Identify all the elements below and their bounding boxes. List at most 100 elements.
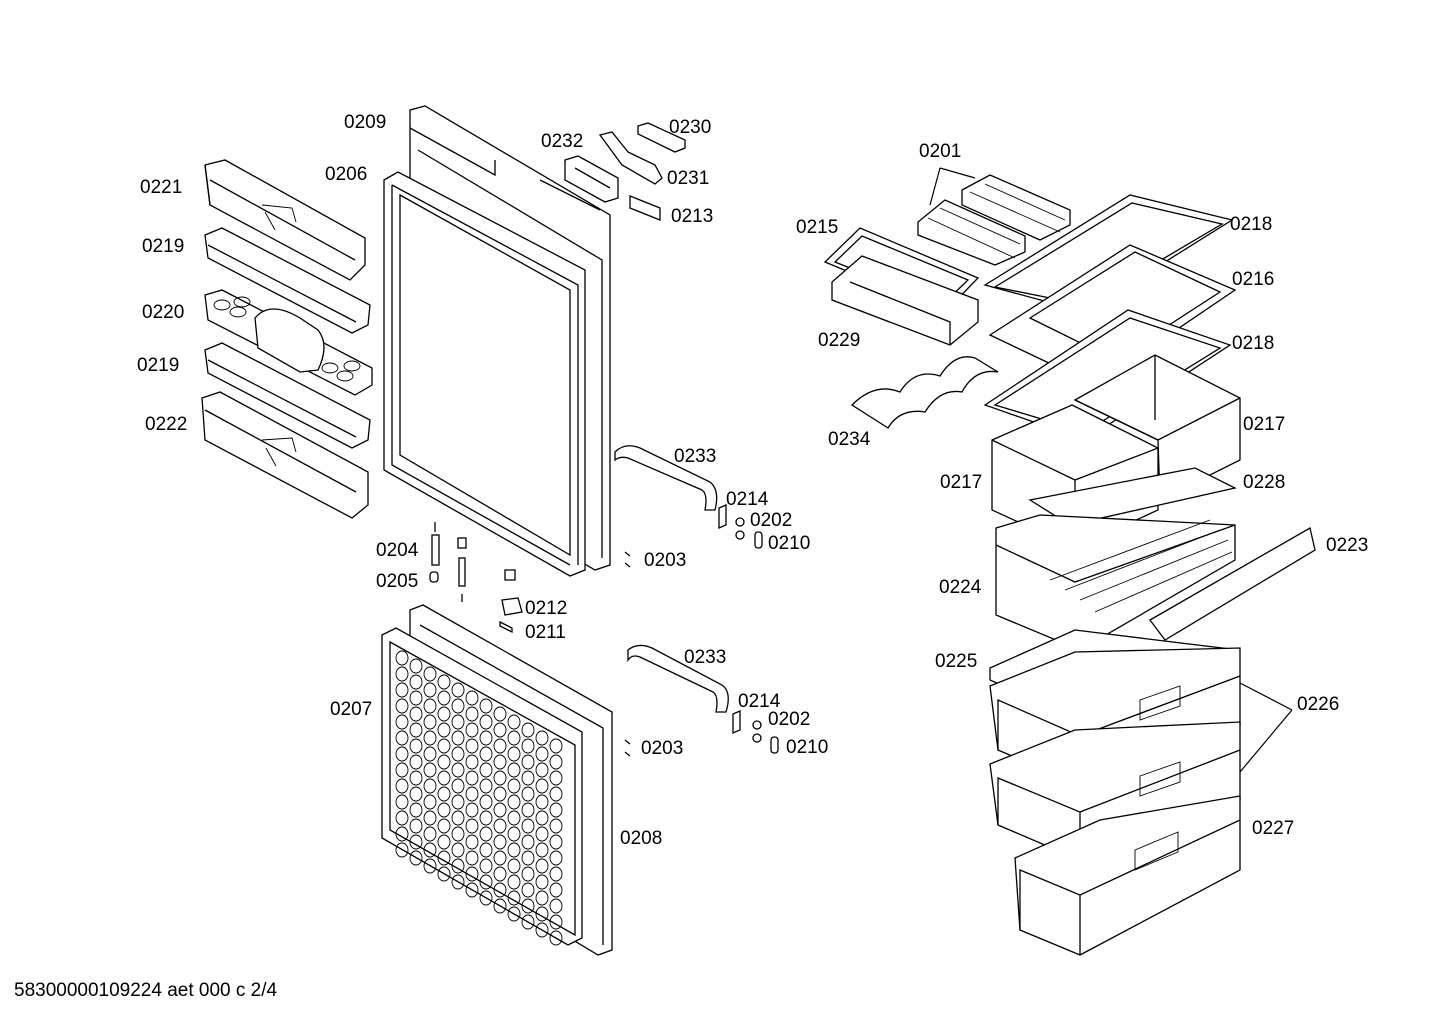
label-0203-upper: 0203 xyxy=(644,550,686,571)
door-gasket-0207 xyxy=(381,627,583,946)
door-panel-dimple xyxy=(409,770,423,786)
door-panel-dimple xyxy=(395,842,409,858)
door-panel-dimple xyxy=(465,706,479,722)
door-panel-dimple xyxy=(535,762,549,778)
door-panel-dimple xyxy=(521,866,535,882)
label-0208: 0208 xyxy=(620,828,662,849)
door-panel-dimple xyxy=(409,834,423,850)
label-0222: 0222 xyxy=(145,414,187,435)
door-panel-dimple xyxy=(493,834,507,850)
door-panel-dimple xyxy=(409,674,423,690)
door-panel-dimple xyxy=(535,874,549,890)
part-0230 xyxy=(637,122,686,153)
label-0219-lower: 0219 xyxy=(137,355,179,376)
door-panel-dimple xyxy=(395,778,409,794)
label-0221: 0221 xyxy=(140,177,182,198)
label-0202-upper: 0202 xyxy=(750,510,792,531)
door-panel-dimple xyxy=(423,858,437,874)
door-panel-dimple xyxy=(451,794,465,810)
door-panel-dimple xyxy=(437,722,451,738)
door-panel-dimple xyxy=(479,826,493,842)
door-panel-dimple xyxy=(493,818,507,834)
door-panel-dimple xyxy=(507,730,521,746)
door-panel-dimple xyxy=(549,770,563,786)
label-0210-lower: 0210 xyxy=(786,737,828,758)
door-panel-dimple xyxy=(423,842,437,858)
door-panel-dimple xyxy=(465,722,479,738)
door-panel-dimple xyxy=(521,850,535,866)
door-panel-dimple xyxy=(437,818,451,834)
door-panel-dimple xyxy=(493,866,507,882)
door-panel-dimple xyxy=(521,882,535,898)
label-0216: 0216 xyxy=(1232,269,1274,290)
door-panel-dimple xyxy=(549,802,563,818)
door-panel-dimple xyxy=(479,778,493,794)
label-0218-lower: 0218 xyxy=(1232,333,1274,354)
door-panel-dimple xyxy=(549,882,563,898)
door-panel-dimple xyxy=(423,778,437,794)
door-panel-dimple xyxy=(437,754,451,770)
door-panel-dimple xyxy=(409,802,423,818)
door-panel-dimple xyxy=(465,866,479,882)
door-panel-dimple xyxy=(465,818,479,834)
door-panel-dimple xyxy=(521,738,535,754)
door-panel-dimple xyxy=(395,650,409,666)
door-panel-dimple xyxy=(409,738,423,754)
door-panel-dimple xyxy=(437,850,451,866)
door-panel-dimple xyxy=(479,698,493,714)
door-panel-dimple xyxy=(395,810,409,826)
hinge-part-0214-lower xyxy=(732,710,741,734)
door-panel-dimple xyxy=(423,666,437,682)
door-panel-dimple xyxy=(409,754,423,770)
door-bin-0222 xyxy=(201,391,369,519)
door-panel-dimple xyxy=(451,746,465,762)
label-0204: 0204 xyxy=(376,540,419,561)
door-panel-dimple xyxy=(451,842,465,858)
door-panel-dimple xyxy=(493,738,507,754)
door-panel-dimple xyxy=(437,706,451,722)
door-panel-dimple xyxy=(549,914,563,930)
hinge-bushing-0205 xyxy=(429,557,466,602)
door-panel-dimple xyxy=(395,666,409,682)
drawing-reference-code: 58300000109224 aet 000 c 2/4 xyxy=(14,980,278,1001)
door-panel-dimple xyxy=(521,818,535,834)
door-panel-dimple xyxy=(395,682,409,698)
door-panel-dimple xyxy=(465,770,479,786)
door-panel-dimple xyxy=(535,890,549,906)
door-panel-dimple xyxy=(409,690,423,706)
label-0218-upper: 0218 xyxy=(1230,214,1272,235)
door-panel-dimple xyxy=(479,714,493,730)
door-panel-dimple xyxy=(493,850,507,866)
door-panel-dimple xyxy=(549,850,563,866)
door-panel-dimple xyxy=(479,730,493,746)
door-handle-0233-upper xyxy=(614,445,718,511)
door-panel-dimple xyxy=(409,658,423,674)
door-panel-dimple xyxy=(535,906,549,922)
door-panel-dimple xyxy=(507,826,521,842)
door-panel-dimple xyxy=(465,802,479,818)
label-0219-upper: 0219 xyxy=(142,236,184,257)
label-0226: 0226 xyxy=(1297,694,1339,715)
door-panel-dimple xyxy=(437,834,451,850)
door-panel-dimple xyxy=(479,762,493,778)
label-0209: 0209 xyxy=(344,112,386,133)
freezer-drawer-0227 xyxy=(1014,795,1241,956)
door-panel-dimple xyxy=(465,738,479,754)
part-0213 xyxy=(629,195,661,221)
door-panel-dimple xyxy=(423,826,437,842)
door-panel-dimple xyxy=(465,834,479,850)
door-panel-dimple xyxy=(395,794,409,810)
door-panel-dimple xyxy=(507,906,521,922)
label-0229: 0229 xyxy=(818,330,860,351)
door-panel-dimple xyxy=(493,754,507,770)
door-panel-dimple xyxy=(465,690,479,706)
door-panel-dimple xyxy=(451,682,465,698)
door-panel-dimple xyxy=(493,802,507,818)
door-panel-dimple xyxy=(479,890,493,906)
door-panel-dimple xyxy=(437,786,451,802)
door-bin-0220-egg-tray xyxy=(204,289,373,396)
door-panel-dimple xyxy=(549,930,563,946)
label-0225: 0225 xyxy=(935,651,977,672)
door-panel-dimple xyxy=(451,874,465,890)
